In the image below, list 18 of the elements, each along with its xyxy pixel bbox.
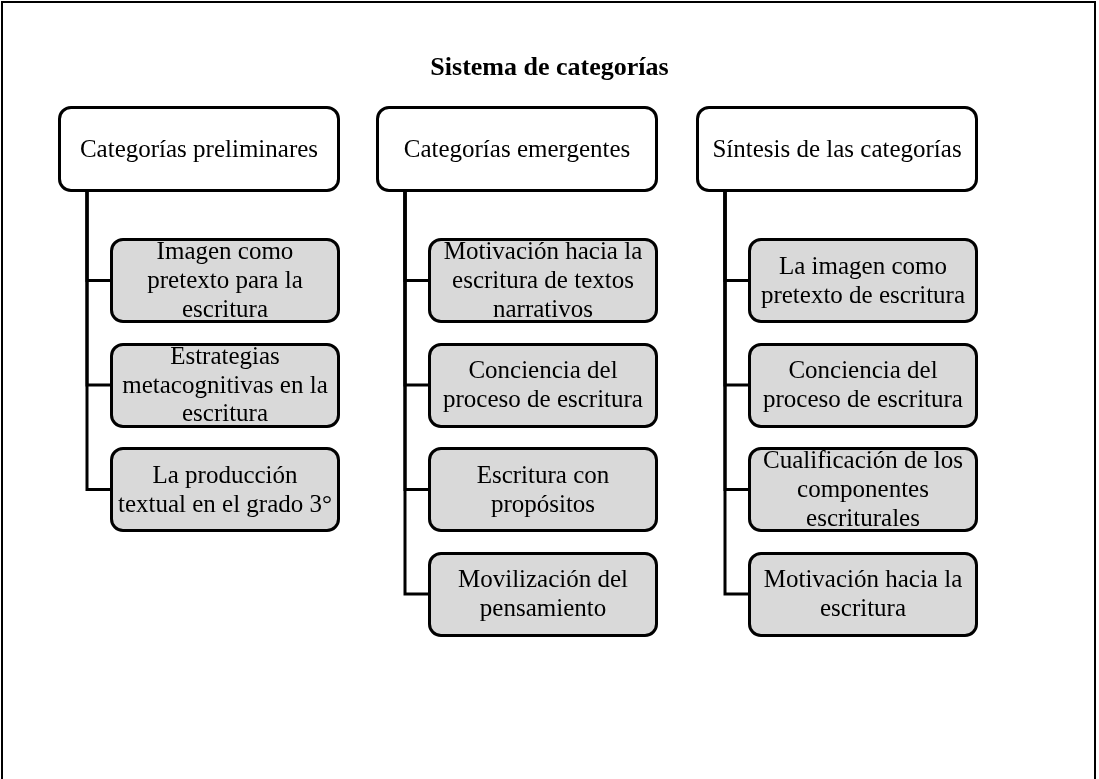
category-header-box: Categorías emergentes [376,106,658,192]
connector-line [723,192,748,596]
subcategory-box: La producción textual en el grado 3° [110,447,340,532]
subcategory-box: Escritura con propósitos [428,447,658,532]
subcategory-box: Movilización del pensamiento [428,551,658,637]
subcategory-box: La imagen como pretexto de escritura [748,238,978,323]
subcategory-box: Estrategias metacognitivas en la escritura [110,342,340,428]
subcategory-box: Conciencia del proceso de escritura [748,342,978,428]
category-header-box: Síntesis de las categorías [696,106,978,192]
diagram-title: Sistema de categorías [429,52,670,82]
connector-line [403,192,428,596]
subcategory-box: Conciencia del proceso de escritura [428,342,658,428]
subcategory-box: Motivación hacia la escritura de textos narrativos [428,238,658,323]
subcategory-box: Cualificación de los componentes escriturales [748,447,978,532]
subcategory-box: Imagen como pretexto para la escritura [110,238,340,323]
category-header-box: Categorías preliminares [58,106,340,192]
subcategory-box: Motivación hacia la escritura [748,551,978,637]
connector-line [85,192,110,491]
